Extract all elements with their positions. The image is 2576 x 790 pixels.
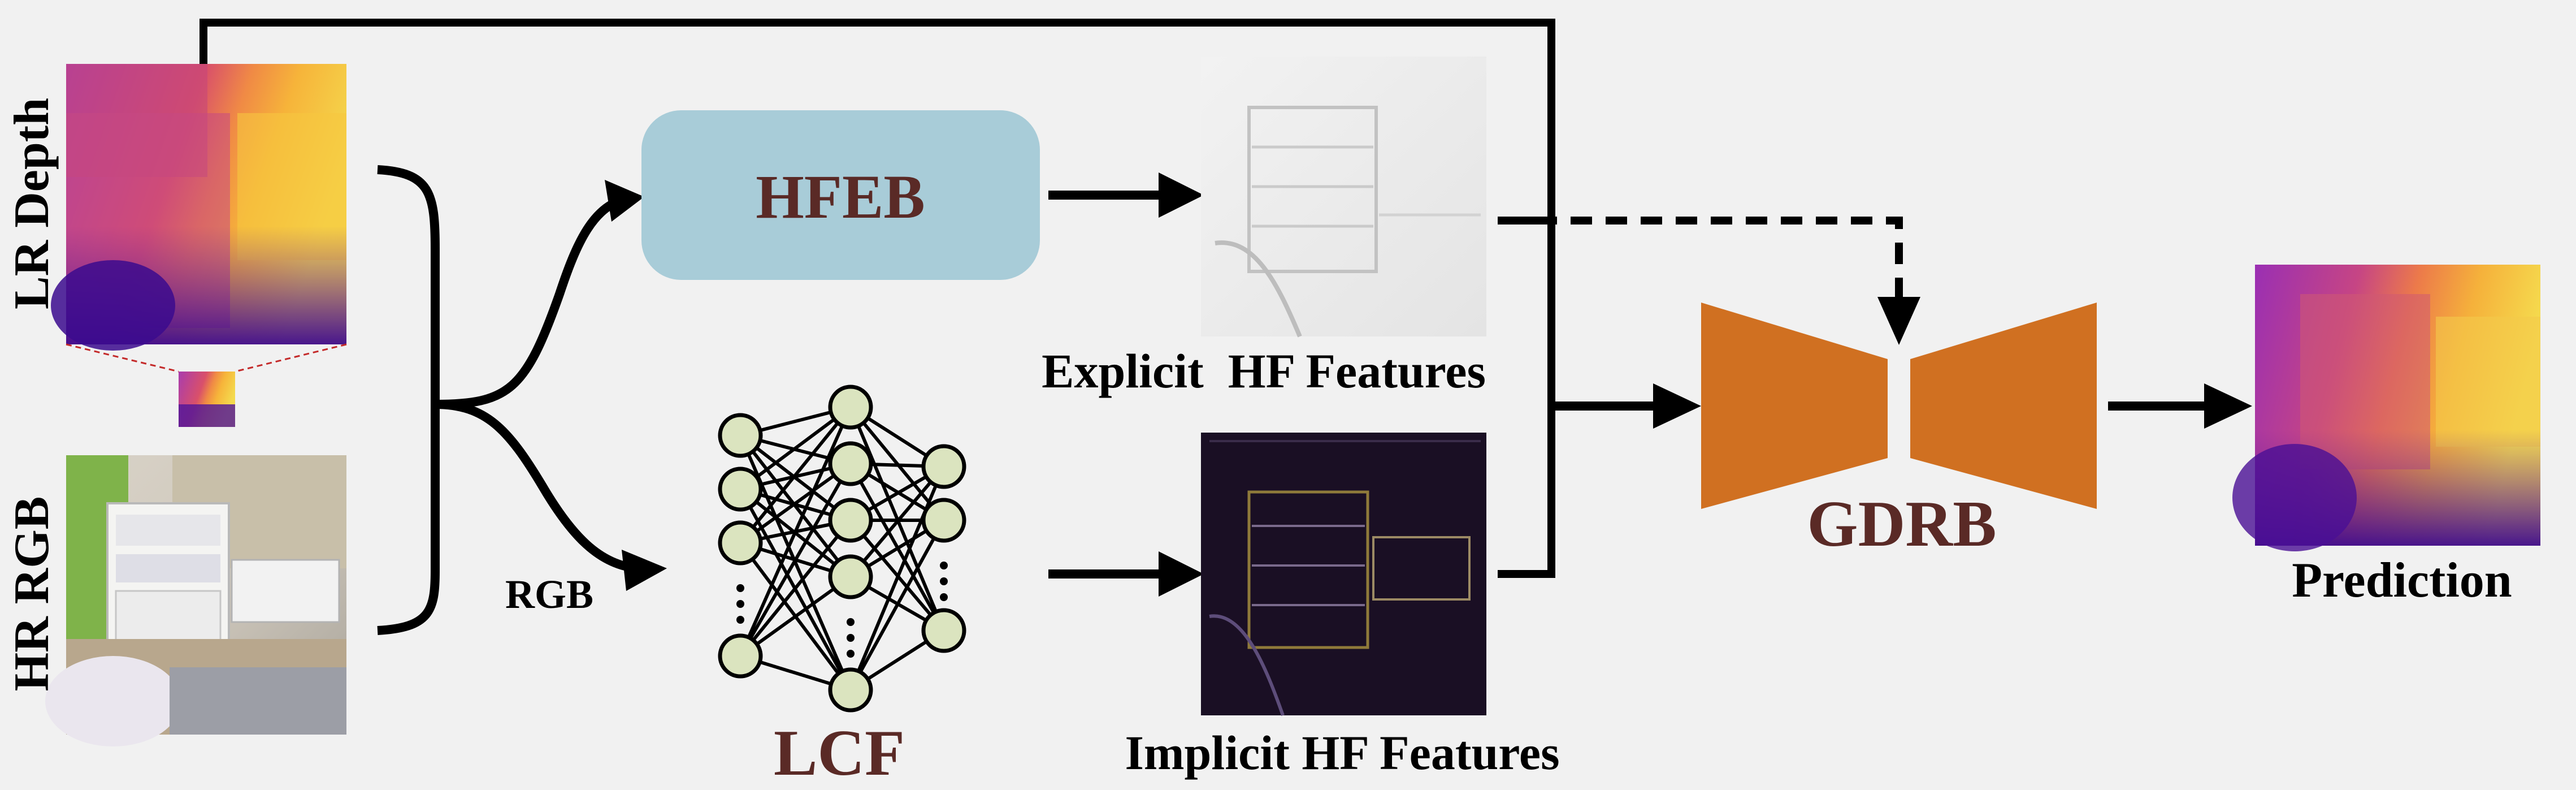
rgb-label: RGB [505, 572, 593, 617]
gdrb-encoder-shape [1701, 303, 1888, 509]
arrow-head-implicit [1159, 551, 1204, 597]
zoom-guide-left [66, 343, 179, 373]
lr-depth-label: LR Depth [5, 98, 59, 309]
explicit-hf-features-label: Explicit HF Features [1042, 344, 1486, 398]
input-merge-bracket [377, 165, 440, 635]
lr-depth-thumbnail [179, 372, 235, 427]
arrow-head-hfeb [605, 180, 644, 222]
explicit-hf-features-image [1201, 57, 1486, 338]
lcf-label: LCF [774, 717, 905, 789]
merge-to-hfeb-connector [435, 193, 631, 409]
bypass-connector [200, 19, 1555, 406]
lr-depth-image [51, 64, 346, 351]
implicit-to-junction [1498, 404, 1555, 578]
arrow-head-explicit [1159, 172, 1204, 218]
merge-to-lcf-connector [435, 400, 639, 573]
arrow-head-gdrb [1653, 383, 1701, 429]
prediction-image [2232, 265, 2540, 551]
gdrb-label: GDRB [1807, 488, 1996, 560]
explicit-to-gdrb-dashed-connector [1501, 217, 1903, 300]
arrow-head-lcf [622, 550, 667, 591]
hr-rgb-label: HR RGB [5, 497, 59, 692]
arrow-head-prediction [2204, 383, 2252, 429]
hfeb-block [641, 110, 1040, 280]
hr-rgb-image [45, 455, 346, 746]
prediction-label: Prediction [2292, 553, 2512, 608]
zoom-guide-right [235, 343, 347, 373]
implicit-hf-features-image [1201, 433, 1486, 716]
gdrb-decoder-shape [1910, 303, 2097, 509]
implicit-hf-features-label: Implicit HF Features [1125, 726, 1559, 780]
arrow-head-dashed [1877, 297, 1920, 345]
lcf-network [718, 385, 966, 713]
hfeb-label: HFEB [756, 162, 925, 231]
